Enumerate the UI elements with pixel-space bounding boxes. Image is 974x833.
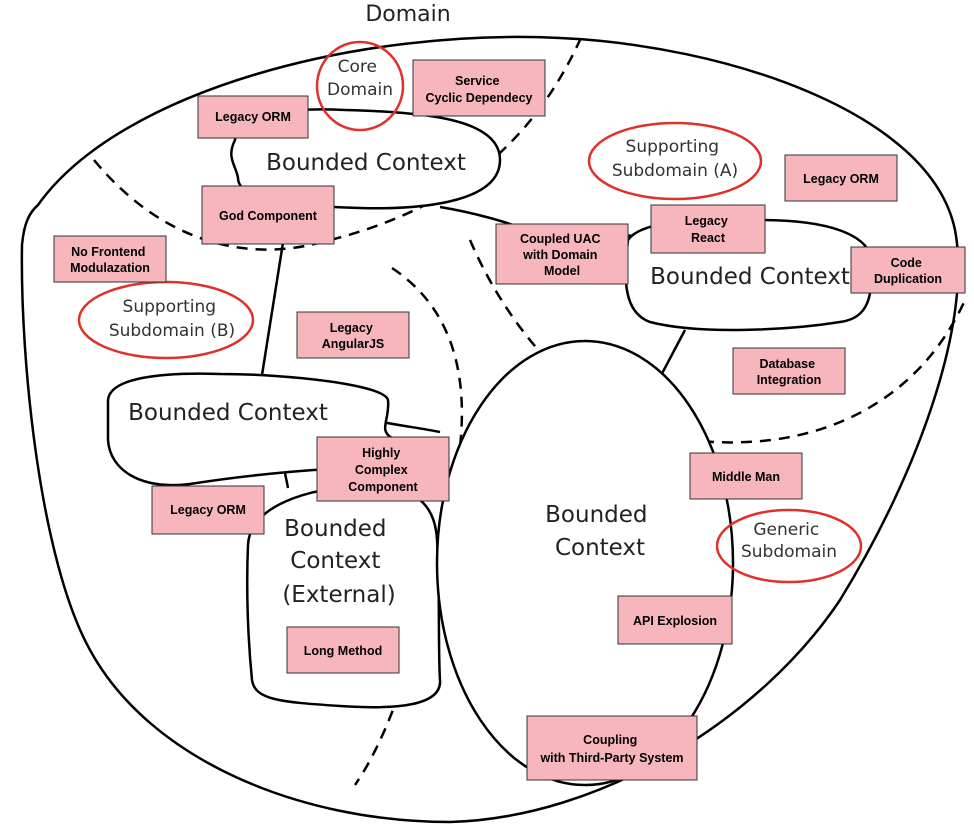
supporting-subdomain-a-label: Supporting Subdomain (A) bbox=[612, 137, 738, 181]
supporting-subdomain-b-ring bbox=[77, 280, 255, 360]
smell-legacy-orm-right: Legacy ORM bbox=[784, 154, 898, 202]
smell-legacy-react: Legacy React bbox=[650, 204, 766, 254]
supporting-a-boundary bbox=[353, 266, 464, 786]
smell-god-component: God Component bbox=[201, 185, 335, 245]
svg-text:Code Duplication: Code Duplication bbox=[874, 256, 942, 286]
smell-coupling-third-party: Coupling with Third-Party System bbox=[526, 715, 698, 781]
svg-text:Legacy ORM: Legacy ORM bbox=[803, 172, 879, 186]
smell-database-integration: Database Integration bbox=[732, 347, 846, 395]
domain-title: Domain bbox=[365, 2, 450, 27]
smell-middle-man: Middle Man bbox=[689, 452, 803, 500]
bounded-context-external-line3: (External) bbox=[282, 582, 395, 608]
bounded-context-center bbox=[435, 339, 735, 787]
svg-text:Middle Man: Middle Man bbox=[712, 470, 780, 484]
bounded-context-external-label: Bounded Context (External) bbox=[282, 516, 395, 608]
svg-text:Legacy ORM: Legacy ORM bbox=[215, 110, 291, 124]
smell-no-frontend-modularization: No Frontend Modulazation bbox=[53, 235, 167, 283]
smell-legacy-orm-left: Legacy ORM bbox=[151, 485, 265, 535]
bounded-context-external-line2: Context bbox=[290, 548, 380, 574]
svg-text:Coupling with Third-Part: Coupling with Third-Party System bbox=[539, 733, 683, 765]
bounded-context-center-line2: Context bbox=[555, 535, 645, 561]
svg-text:Legacy ORM: Legacy ORM bbox=[170, 503, 246, 517]
svg-text:Highly Complex Com: Highly Complex Component bbox=[348, 446, 418, 494]
smell-long-method: Long Method bbox=[286, 626, 400, 674]
smell-highly-complex-component: Highly Complex Component bbox=[316, 436, 450, 502]
bounded-context-right-label: Bounded Context bbox=[650, 264, 850, 290]
connector-top-to-left bbox=[260, 229, 287, 376]
svg-text:API Explosion: API Explosion bbox=[633, 614, 717, 628]
svg-text:Legacy AngularJS: Legacy AngularJS bbox=[322, 321, 385, 351]
generic-subdomain-label: Generic Subdomain bbox=[741, 520, 837, 562]
bounded-context-external-line1: Bounded bbox=[284, 516, 386, 542]
supporting-subdomain-a-ring bbox=[587, 121, 763, 201]
smell-api-explosion: API Explosion bbox=[617, 595, 733, 645]
svg-text:Coupled UAC with Domain: Coupled UAC with Domain Model bbox=[520, 232, 604, 278]
svg-text:Legacy React: Legacy React bbox=[685, 214, 732, 245]
domain-boundary bbox=[20, 35, 960, 824]
smell-legacy-orm-top: Legacy ORM bbox=[197, 95, 309, 139]
svg-text:God Component: God Component bbox=[219, 209, 318, 223]
bounded-context-top-label: Bounded Context bbox=[266, 150, 466, 176]
svg-text:Database Integration: Database Integration bbox=[757, 357, 822, 387]
bounded-context-center-line1: Bounded bbox=[545, 502, 647, 528]
smell-code-duplication: Code Duplication bbox=[850, 246, 966, 294]
svg-text:Service Cyclic Dependecy: Service Cyclic Dependecy bbox=[426, 74, 533, 105]
bounded-context-left-label: Bounded Context bbox=[128, 400, 328, 426]
smell-coupled-uac: Coupled UAC with Domain Model bbox=[495, 223, 629, 285]
svg-text:Long Method: Long Method bbox=[304, 644, 382, 658]
svg-text:No Frontend Modulazation: No Frontend Modulazation bbox=[70, 245, 150, 275]
generic-subdomain-ring bbox=[715, 508, 863, 584]
core-domain-label: Core Domain bbox=[327, 57, 393, 100]
smell-legacy-angularjs: Legacy AngularJS bbox=[296, 311, 410, 359]
bounded-context-center-label: Bounded Context bbox=[545, 502, 655, 561]
supporting-subdomain-b-label: Supporting Subdomain (B) bbox=[109, 297, 235, 341]
core-domain-ring bbox=[315, 40, 405, 132]
smell-service-cyclic-dependency: Service Cyclic Dependecy bbox=[412, 59, 546, 117]
